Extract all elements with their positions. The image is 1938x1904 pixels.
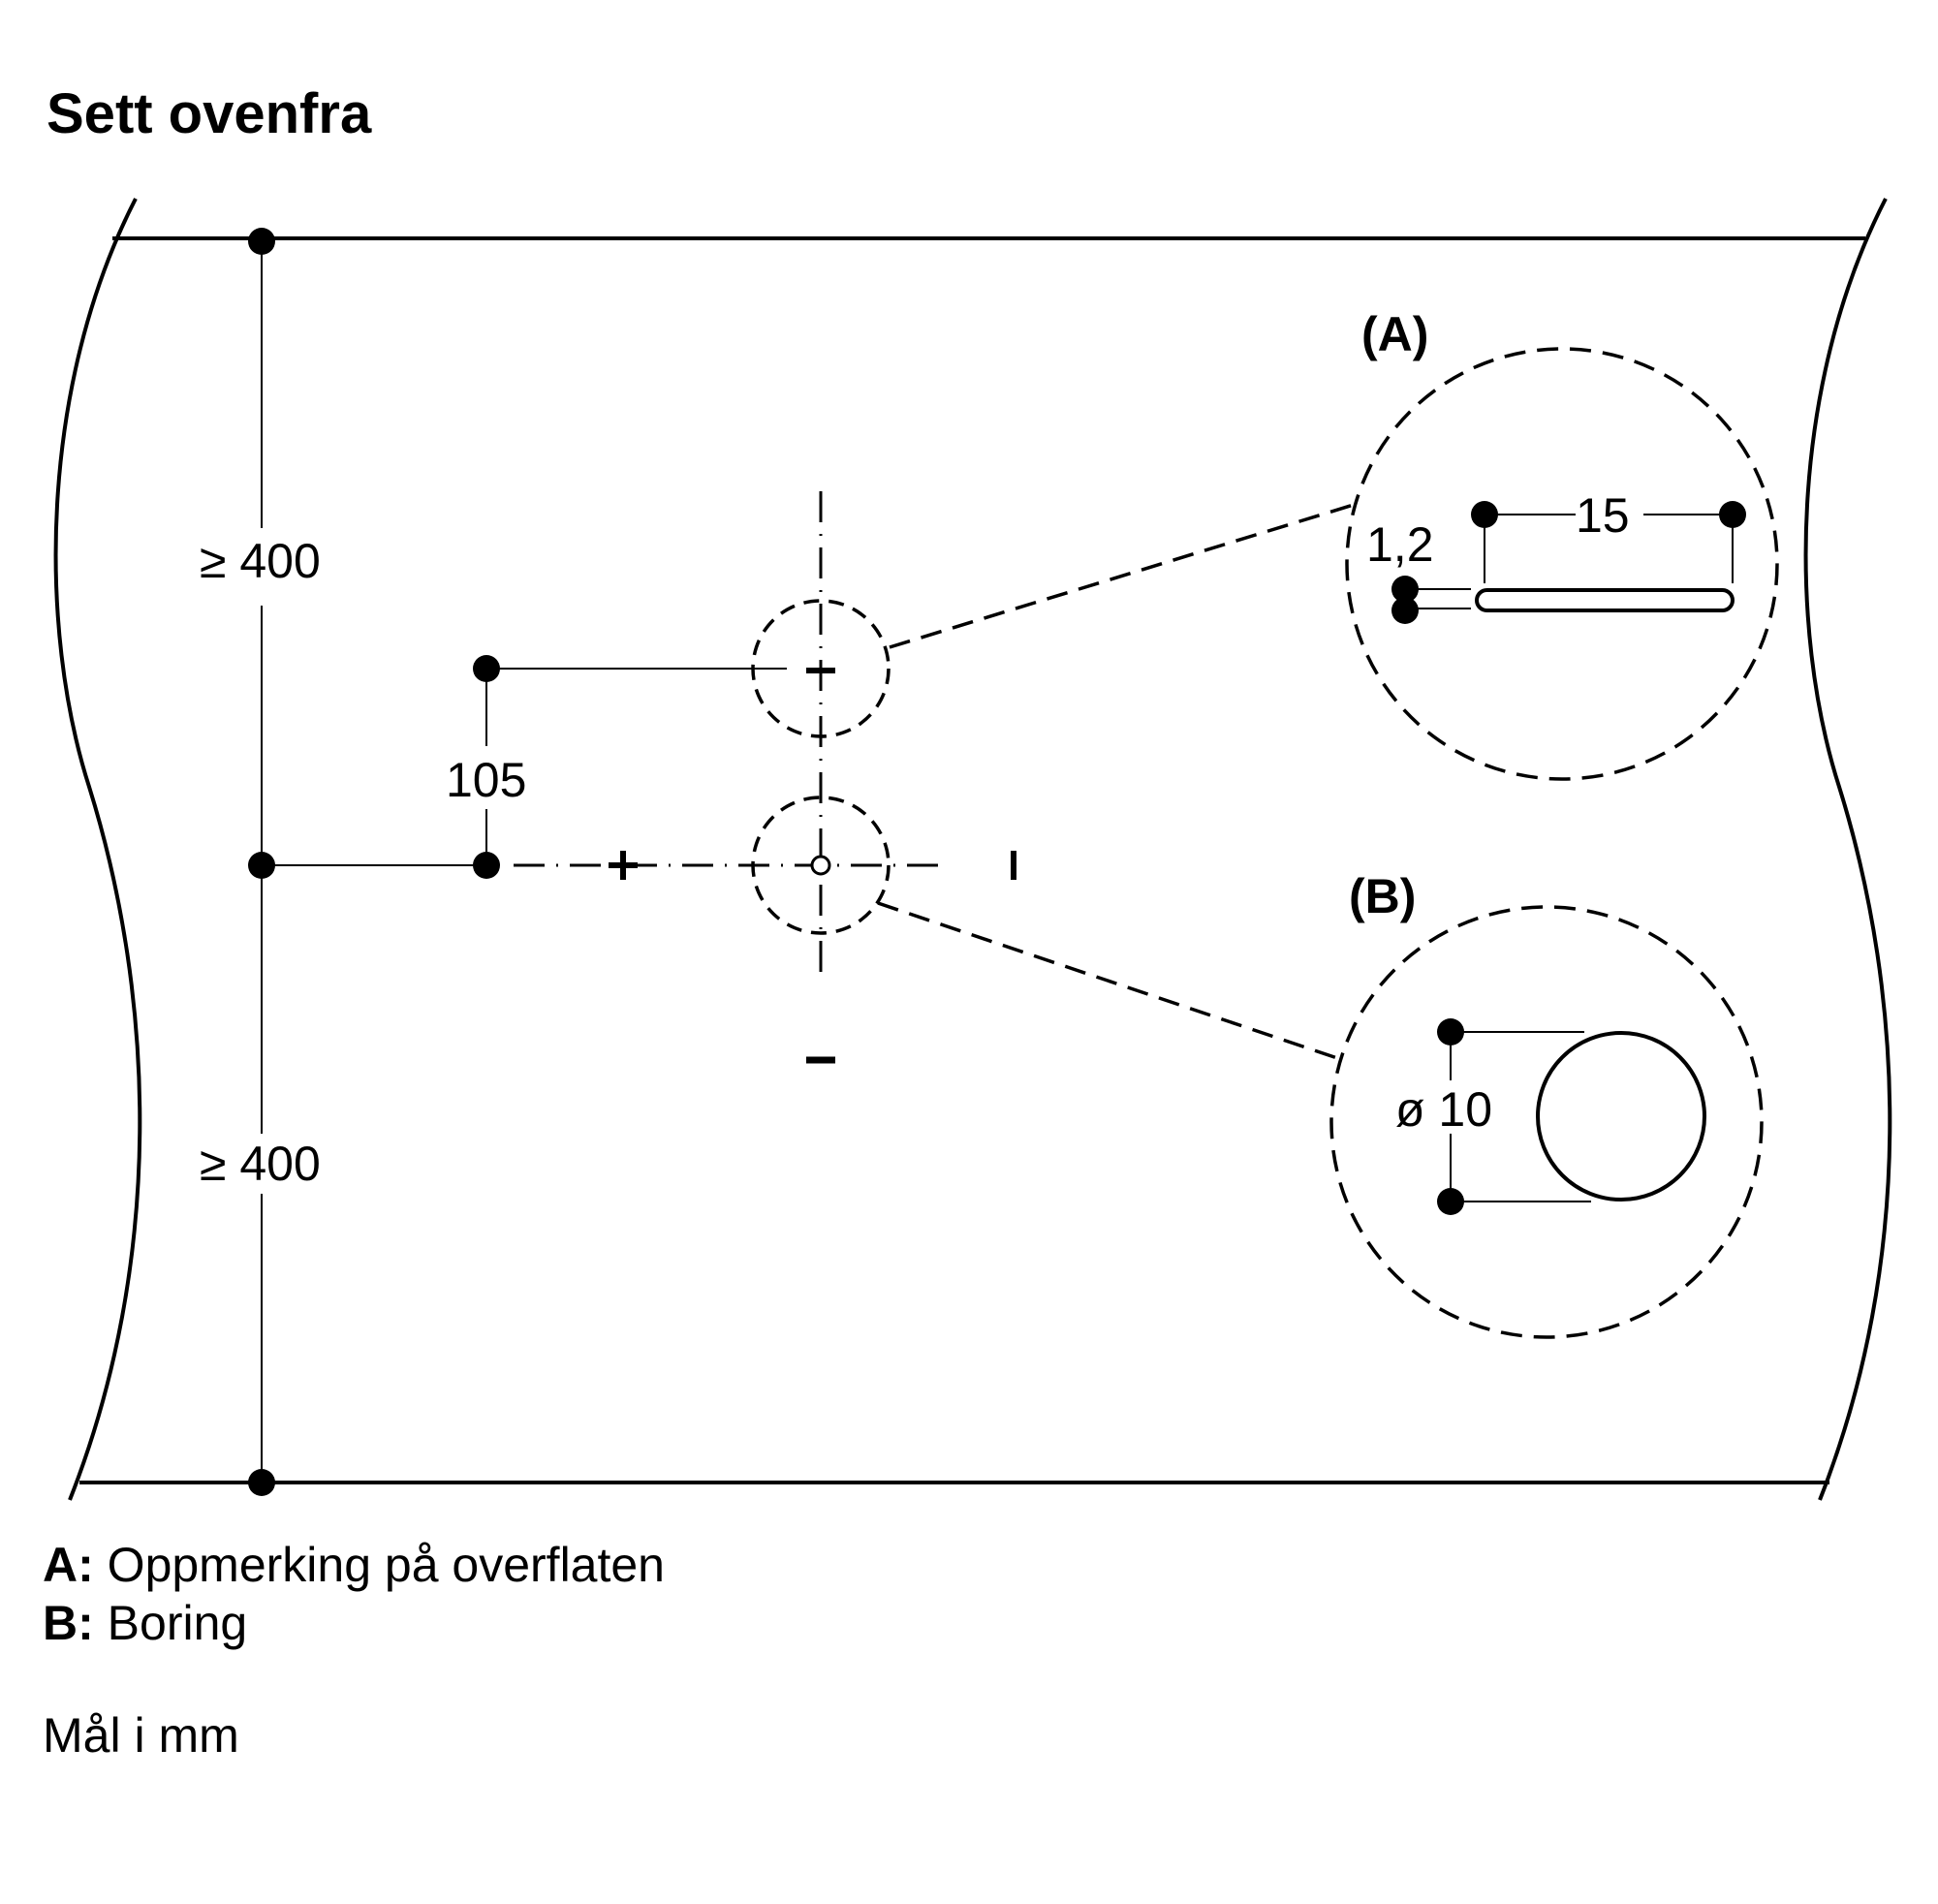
legend-text: Oppmerking på overflaten: [107, 1538, 665, 1592]
dimension-dot: [473, 655, 500, 682]
dimension-dot: [248, 852, 275, 879]
offset-label: 105: [446, 753, 526, 807]
leader-line-b: [877, 901, 1338, 1060]
worktop-outline: [53, 198, 1892, 1501]
dimension-dot: [248, 228, 275, 255]
legend-item-b: B: Boring: [43, 1594, 665, 1652]
drill-center-mark: [810, 855, 831, 876]
detail-a-label: (A): [1361, 307, 1428, 361]
legend-item-a: A: Oppmerking på overflaten: [43, 1536, 665, 1594]
slot-length-label: 15: [1576, 488, 1630, 543]
hole-diameter-label: ø 10: [1395, 1082, 1492, 1137]
dimension-dot: [1471, 501, 1498, 528]
slot-marking: [1475, 588, 1735, 612]
callout-circle-b: [751, 796, 891, 935]
worktop-left-break: [53, 198, 142, 1501]
dimension-dot: [473, 852, 500, 879]
detail-b-label: (B): [1349, 869, 1416, 923]
drill-hole: [1536, 1031, 1706, 1202]
dimension-dot: [1437, 1018, 1464, 1046]
detail-b-circle: [1329, 905, 1764, 1339]
leader-line-a: [889, 502, 1358, 649]
detail-a-circle: [1345, 347, 1779, 781]
dimension-dot: [248, 1469, 275, 1496]
dimension-dot: [1437, 1188, 1464, 1215]
plus-icon: [609, 851, 638, 880]
slot-width-label: 1,2: [1366, 517, 1434, 572]
dimension-105: [485, 668, 787, 865]
dimension-dot: [1719, 501, 1746, 528]
legend: A: Oppmerking på overflaten B: Boring: [43, 1536, 665, 1652]
legend-key: A:: [43, 1538, 94, 1592]
upper-distance-label: ≥ 400: [200, 534, 321, 588]
units-note: Mål i mm: [43, 1708, 239, 1763]
dimension-dot: [1391, 597, 1419, 624]
page-title: Sett ovenfra: [47, 82, 372, 145]
lower-distance-label: ≥ 400: [200, 1137, 321, 1191]
worktop-right-break: [1803, 198, 1892, 1501]
dimension-dot: [1391, 576, 1419, 603]
dimension-vertical-left: [261, 241, 486, 1480]
callout-circle-a: [751, 599, 891, 738]
legend-text: Boring: [107, 1596, 248, 1650]
legend-key: B:: [43, 1596, 94, 1650]
